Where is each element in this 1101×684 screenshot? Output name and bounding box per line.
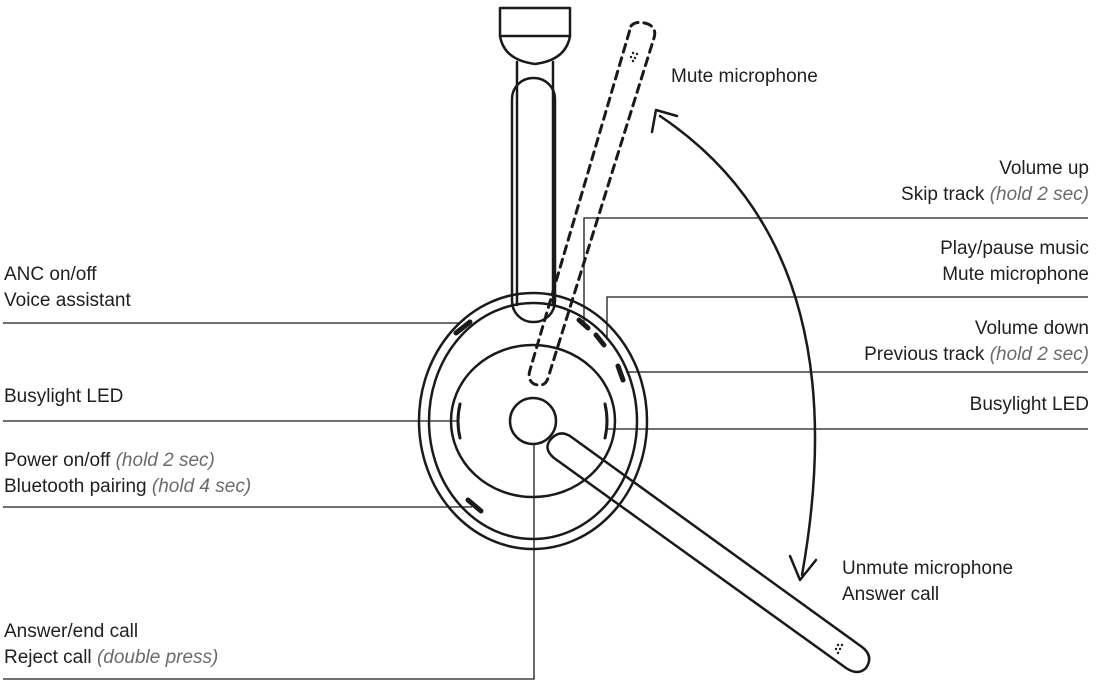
label-volume-up-line1: Volume up (999, 158, 1089, 179)
label-anc-line2: Voice assistant (4, 290, 131, 311)
mic-tip-dots-down (834, 643, 844, 655)
arc-arrowhead-bottom-icon (788, 554, 818, 582)
label-busylight-left-line1: Busylight LED (4, 386, 124, 407)
label-answer-line1: Answer/end call (4, 621, 139, 642)
label-unmute: Unmute microphone Answer call (842, 556, 1013, 608)
label-volume-up-line2-hint: (hold 2 sec) (989, 184, 1089, 205)
answer-button (508, 396, 558, 446)
label-power-line1: Power on/off (4, 450, 111, 471)
label-busylight-right-line1: Busylight LED (969, 394, 1089, 415)
headband-slider (515, 60, 555, 307)
label-play-pause-line1: Play/pause music (940, 238, 1089, 259)
label-power: Power on/off (hold 2 sec) Bluetooth pair… (4, 448, 251, 500)
label-answer-line2-hint: (double press) (96, 647, 219, 668)
label-answer-line2: Reject call (4, 647, 92, 668)
label-play-pause: Play/pause music Mute microphone (940, 236, 1089, 288)
anc-button (453, 319, 473, 336)
busylight-left-arc (456, 402, 462, 440)
label-unmute-line2: Answer call (842, 584, 940, 605)
label-anc: ANC on/off Voice assistant (4, 262, 131, 314)
label-volume-down: Volume down Previous track (hold 2 sec) (864, 316, 1089, 368)
mic-boom-up (527, 20, 657, 387)
headband-arm (510, 76, 557, 324)
mic-boom-down (546, 432, 871, 674)
volume-down-button (615, 363, 626, 383)
label-volume-down-line1: Volume down (974, 318, 1089, 339)
label-power-line1-hint: (hold 2 sec) (115, 450, 215, 471)
label-volume-down-line2: Previous track (864, 344, 985, 365)
ear-cup-plate (449, 343, 617, 499)
label-volume-down-line2-hint: (hold 2 sec) (989, 344, 1089, 365)
label-volume-up-line2: Skip track (901, 184, 985, 205)
label-answer: Answer/end call Reject call (double pres… (4, 619, 218, 671)
label-power-line2-hint: (hold 4 sec) (151, 476, 252, 497)
mute-rotation-arc (658, 114, 817, 577)
label-busylight-left: Busylight LED (4, 384, 123, 410)
arc-arrowhead-top-icon (650, 108, 679, 134)
leader-answer (3, 445, 535, 680)
label-anc-line1: ANC on/off (4, 264, 97, 285)
power-button (465, 497, 484, 514)
headband-cap (498, 6, 572, 66)
label-play-pause-line2: Mute microphone (942, 264, 1089, 285)
mic-tip-dots-up (629, 51, 639, 63)
leader-play-pause (606, 296, 1088, 340)
busylight-right-arc (603, 402, 609, 440)
leader-volume-up (583, 217, 1088, 322)
label-mute-top-line1: Mute microphone (671, 66, 818, 87)
play-pause-button (593, 332, 607, 348)
label-power-line2: Bluetooth pairing (4, 476, 147, 497)
label-unmute-line1: Unmute microphone (842, 558, 1014, 579)
label-mute-top: Mute microphone (671, 64, 818, 90)
label-volume-up: Volume up Skip track (hold 2 sec) (901, 156, 1089, 208)
volume-up-button (576, 317, 591, 331)
label-busylight-right: Busylight LED (970, 392, 1089, 418)
